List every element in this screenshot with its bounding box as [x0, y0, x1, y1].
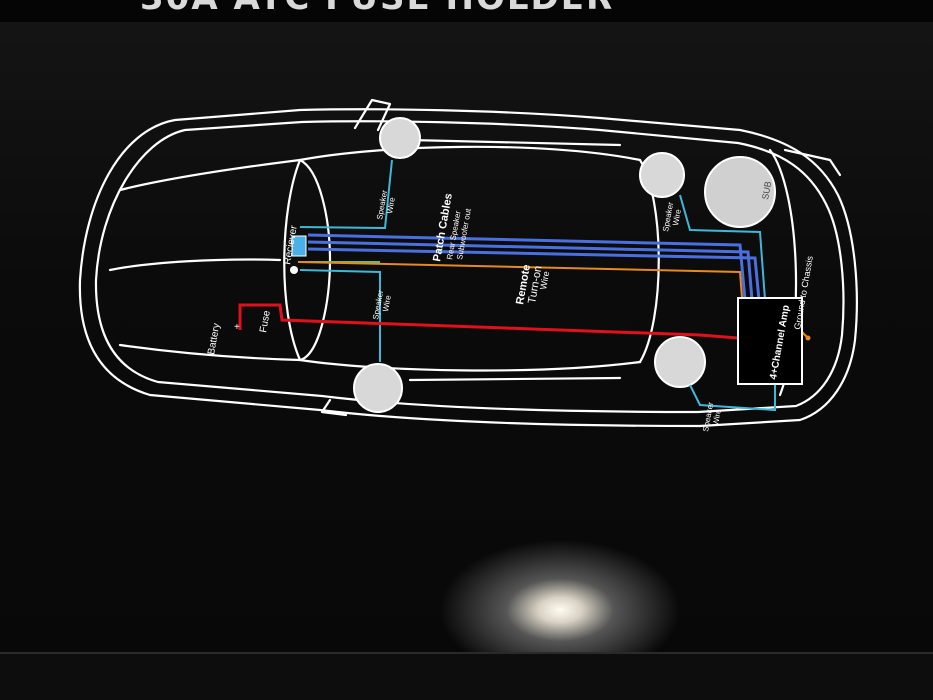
power-wire	[238, 303, 739, 340]
patch-cable-1	[307, 233, 747, 301]
subwoofer	[704, 156, 776, 228]
cabin-top	[298, 145, 642, 162]
speaker-wire-rear-bottom	[689, 382, 776, 412]
speaker-wire-bottom-right-label-2: Wire	[711, 408, 723, 426]
hood-line-bottom	[118, 343, 302, 362]
patch-cable-2	[307, 240, 754, 301]
header-band: 30A ATC FUSE HOLDER	[0, 0, 933, 22]
hood-line-top	[118, 158, 302, 192]
fuse-label: Fuse	[258, 309, 273, 333]
mirror-bottom	[320, 398, 348, 417]
bottom-edge	[0, 652, 933, 700]
speaker-rear-bottom	[654, 336, 706, 388]
speaker-wire-mid-left-label-2: Wire	[381, 294, 393, 312]
door-line-bottom	[408, 376, 622, 382]
ground-point	[805, 335, 811, 341]
speaker-wire-rear-top	[679, 194, 766, 301]
speaker-wire-top-left-label-2: Wire	[385, 196, 397, 214]
door-line-top	[408, 138, 622, 147]
header-title: 30A ATC FUSE HOLDER	[140, 0, 614, 18]
car-body-inner	[94, 120, 845, 414]
patch-cable-3	[307, 247, 761, 301]
speaker-front-top	[379, 117, 421, 159]
car-outline	[78, 98, 858, 428]
amp-box	[737, 297, 803, 385]
remote-wire-label: Wire	[538, 270, 551, 290]
windshield	[283, 158, 332, 362]
battery-label: Battery	[206, 322, 222, 355]
patch-cables	[307, 233, 761, 301]
sub-label: SUB	[760, 180, 773, 200]
speaker-wire-top-right-label-2: Wire	[671, 208, 683, 226]
spoiler	[783, 148, 842, 177]
hood-crease	[108, 258, 282, 272]
speaker-wire-front-top	[299, 159, 393, 230]
receiver-box	[291, 235, 307, 257]
cabin-bottom	[298, 358, 642, 372]
speaker-wire-front-bottom	[299, 269, 381, 362]
car-body-outer	[78, 108, 858, 428]
speaker-front-bottom	[353, 363, 403, 413]
mirror-top	[353, 98, 392, 132]
speakers	[353, 117, 776, 413]
battery-plus-label: +	[234, 322, 240, 333]
speaker-rear-top	[639, 152, 685, 198]
remote-turn-on-wire	[297, 261, 743, 299]
receiver-knob	[290, 266, 298, 274]
